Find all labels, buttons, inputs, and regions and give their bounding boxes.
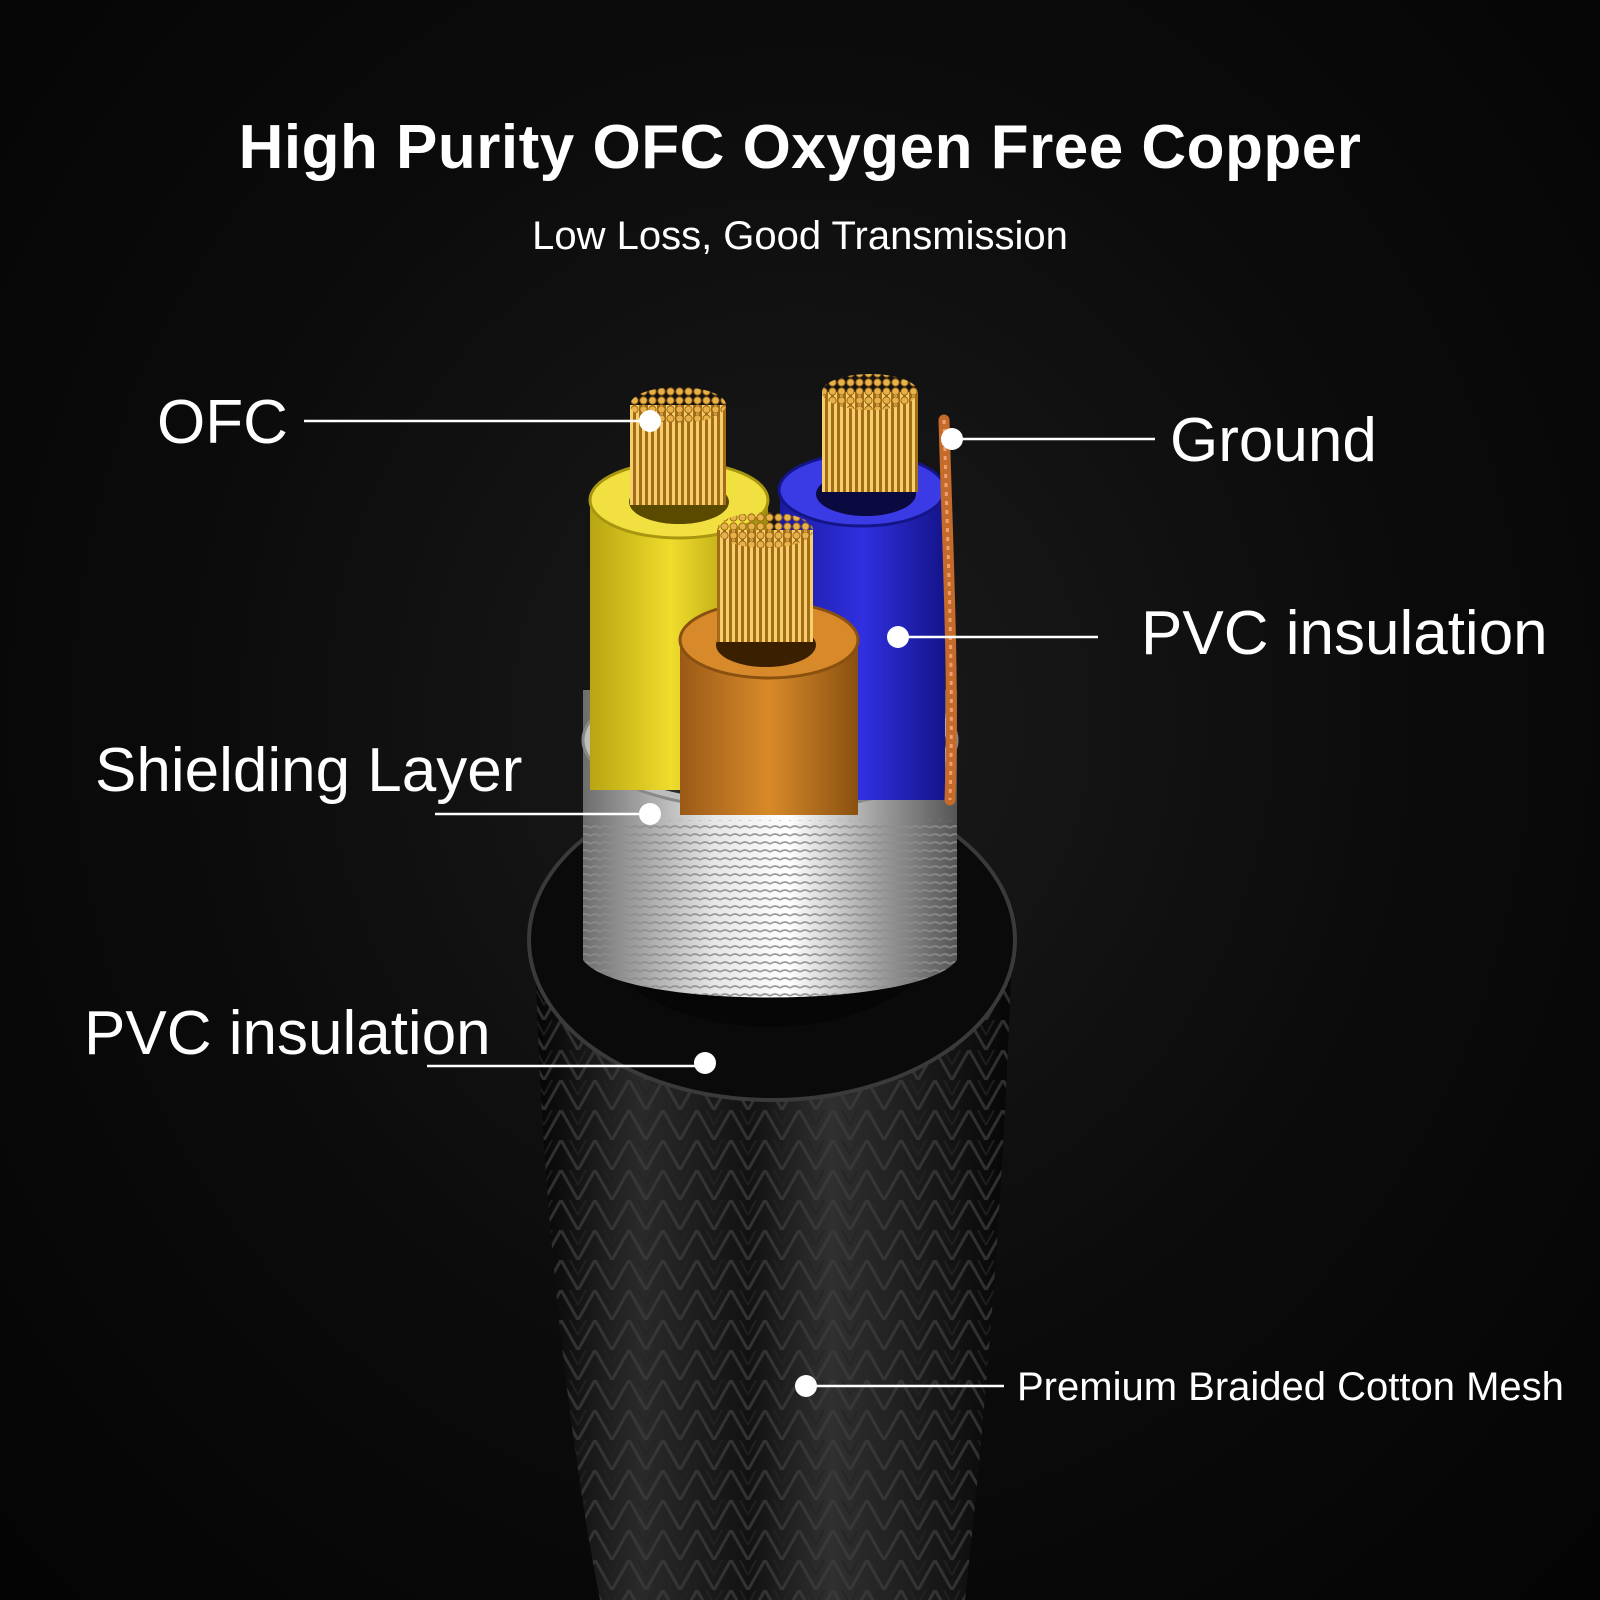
ground-wire <box>938 414 957 806</box>
leader-lines <box>304 419 1155 1388</box>
ofc-dot <box>639 410 661 432</box>
shielding-label: Shielding Layer <box>95 736 523 805</box>
inner-pvc-dot <box>887 626 909 648</box>
shielding-dot <box>639 803 661 825</box>
braided-jacket <box>535 940 1012 1600</box>
callout-dots <box>639 410 963 1397</box>
orange-conductor <box>678 512 860 815</box>
page-subtitle: Low Loss, Good Transmission <box>532 214 1068 258</box>
braid-dot <box>795 1375 817 1397</box>
page-title: High Purity OFC Oxygen Free Copper <box>238 113 1362 182</box>
braid-label: Premium Braided Cotton Mesh <box>1017 1365 1564 1409</box>
ground-label: Ground <box>1170 406 1377 475</box>
ground-dot <box>941 428 963 450</box>
ofc-label: OFC <box>157 388 288 457</box>
outer-pvc-label: PVC insulation <box>84 999 491 1068</box>
inner-pvc-label: PVC insulation <box>1141 599 1548 668</box>
outer-pvc-dot <box>694 1052 716 1074</box>
